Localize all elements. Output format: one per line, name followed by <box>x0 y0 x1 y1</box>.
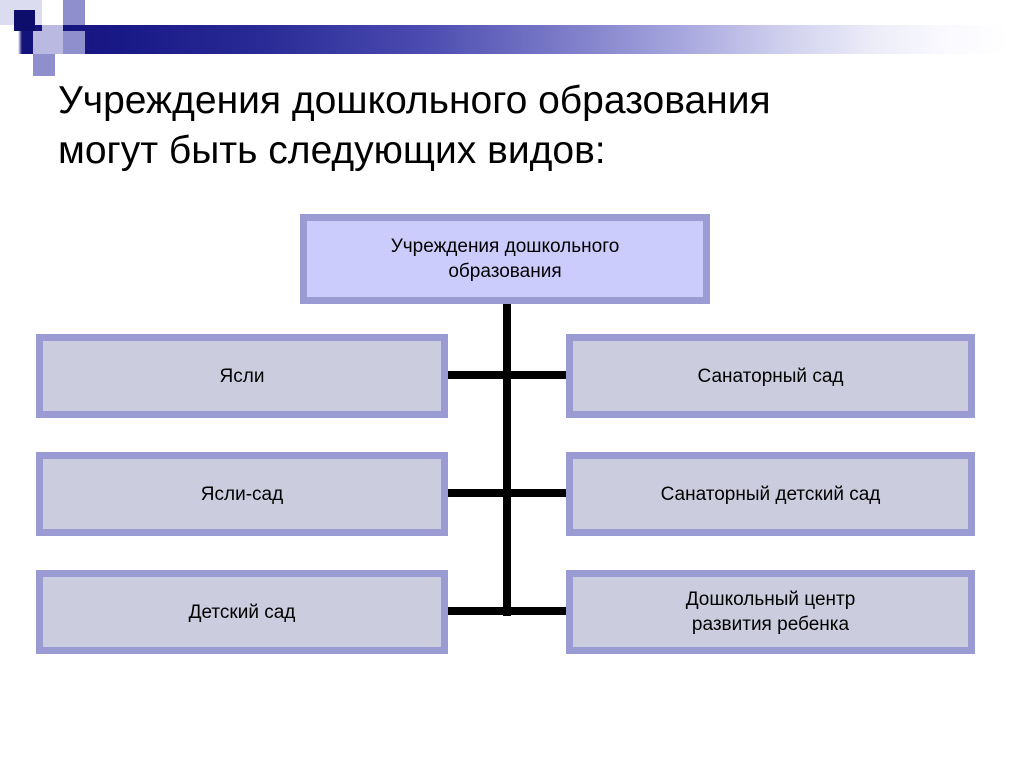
banner-tile-mid-4 <box>33 54 55 76</box>
banner-tile-navy <box>14 10 35 31</box>
node-left-3[interactable]: Детский сад <box>36 570 448 654</box>
banner-tile-white-1 <box>42 0 63 25</box>
node-right-3[interactable]: Дошкольный центр развития ребенка <box>566 570 975 654</box>
banner-tile-white-2 <box>85 0 107 25</box>
node-left-3-label: Детский сад <box>188 601 296 623</box>
banner-tile-mid-2 <box>63 0 85 25</box>
node-right-1-label: Санаторный сад <box>697 365 844 387</box>
node-left-1-label: Ясли <box>219 365 265 387</box>
node-root-label: Учреждения дошкольного образования <box>390 236 620 282</box>
node-right-3-label: Дошкольный центр развития ребенка <box>685 589 856 635</box>
node-left-1[interactable]: Ясли <box>36 334 448 418</box>
connector-crossbar-3 <box>447 607 570 615</box>
node-left-2[interactable]: Ясли-сад <box>36 452 448 536</box>
node-right-1[interactable]: Санаторный сад <box>566 334 975 418</box>
banner-tile-white-4 <box>0 54 33 76</box>
node-right-2[interactable]: Санаторный детский сад <box>566 452 975 536</box>
banner-tile-light-4 <box>33 31 63 54</box>
banner-gradient-band <box>0 25 1024 54</box>
slide-title: Учреждения дошкольного образования могут… <box>58 79 771 172</box>
node-left-2-label: Ясли-сад <box>200 483 284 505</box>
connector-vertical-trunk <box>503 303 511 616</box>
decorative-header-banner <box>0 0 1024 76</box>
banner-tile-white-3 <box>55 54 85 76</box>
node-root[interactable]: Учреждения дошкольного образования <box>300 214 710 304</box>
banner-tile-mid-3 <box>63 31 85 54</box>
connector-crossbar-2 <box>447 489 570 497</box>
node-right-2-label: Санаторный детский сад <box>660 483 881 505</box>
connector-crossbar-1 <box>447 371 570 379</box>
